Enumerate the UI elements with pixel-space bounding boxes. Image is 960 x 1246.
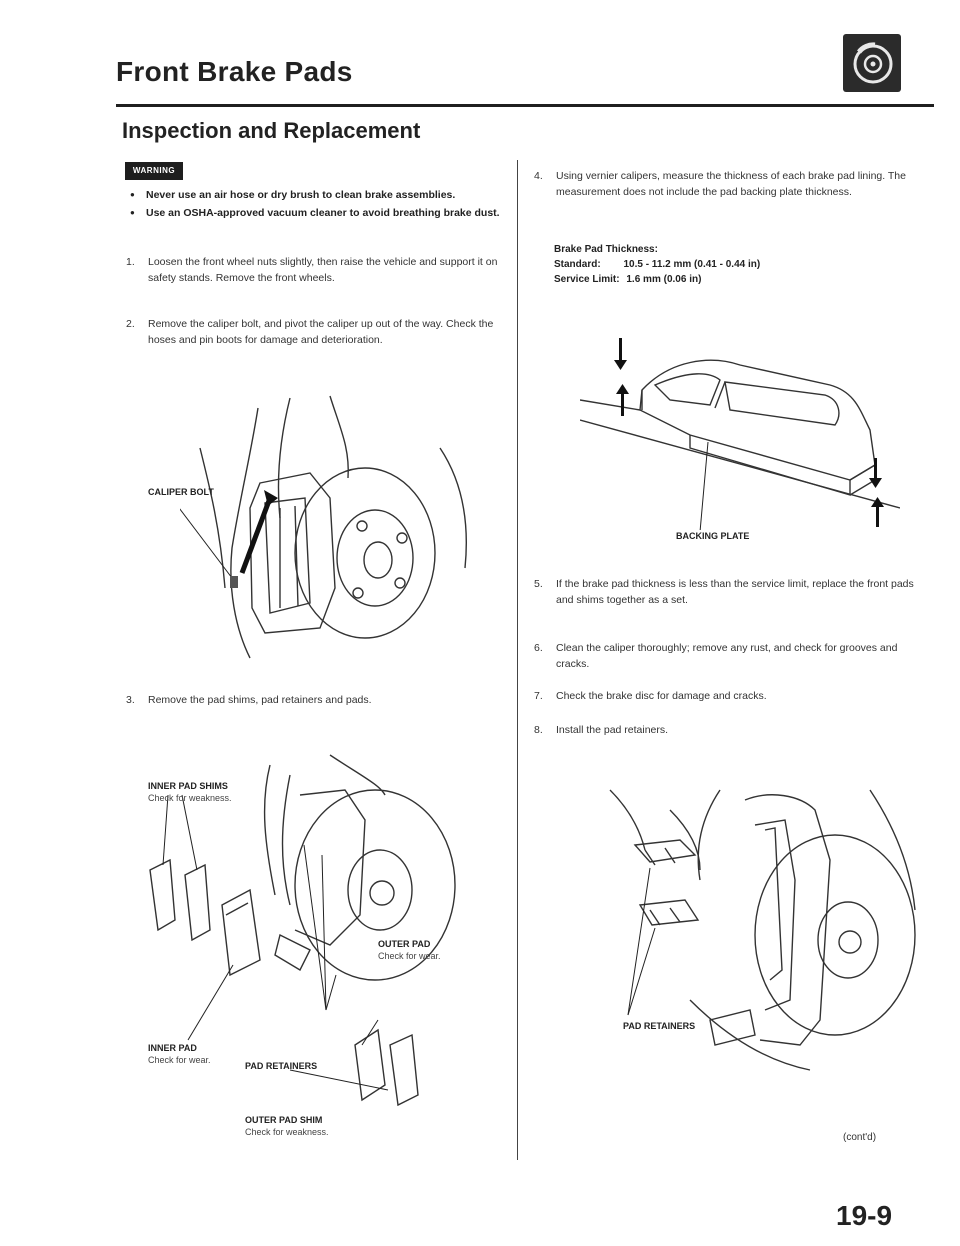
caliper-bolt-figure	[169, 388, 480, 668]
pad-retainers-figure	[570, 770, 920, 1090]
step-text: Remove the pad shims, pad retainers and …	[148, 694, 372, 706]
inner-pad-note: Check for wear.	[148, 1055, 211, 1065]
pad-retainers-right-label: PAD RETAINERS	[623, 1021, 696, 1031]
step-text: Check the brake disc for damage and crac…	[556, 690, 767, 702]
step-4: 4. Using vernier calipers, measure the t…	[534, 168, 918, 200]
step-number: 1.	[126, 256, 135, 268]
column-divider	[517, 160, 518, 1160]
step-text: Clean the caliper thoroughly; remove any…	[556, 642, 898, 670]
inner-pad-shims-note: Check for weakness.	[148, 793, 232, 803]
step-6: 6. Clean the caliper thoroughly; remove …	[534, 640, 918, 672]
step-text: If the brake pad thickness is less than …	[556, 578, 914, 606]
step-number: 8.	[534, 724, 543, 736]
pad-thickness-figure	[579, 330, 901, 533]
step-5: 5. If the brake pad thickness is less th…	[534, 576, 918, 608]
pad-retainers-label: PAD RETAINERS	[245, 1061, 318, 1071]
spec-limit: Service Limit: 1.6 mm (0.06 in)	[554, 272, 701, 287]
inner-pad-shims-label: INNER PAD SHIMS	[148, 781, 228, 791]
pad-shims-figure	[130, 745, 510, 1135]
step-text: Loosen the front wheel nuts slightly, th…	[148, 256, 498, 284]
backing-plate-label: BACKING PLATE	[676, 531, 750, 541]
section-title: Inspection and Replacement	[122, 118, 421, 143]
spec-limit-label: Service Limit:	[554, 274, 620, 285]
step-number: 4.	[534, 170, 543, 182]
step-number: 3.	[126, 694, 135, 706]
inner-pad-label: INNER PAD	[148, 1043, 197, 1053]
outer-pad-shim-label: OUTER PAD SHIM	[245, 1115, 323, 1125]
step-number: 6.	[534, 642, 543, 654]
step-text: Using vernier calipers, measure the thic…	[556, 170, 906, 198]
caliper-bolt-label: CALIPER BOLT	[148, 487, 214, 497]
outer-pad-note: Check for wear.	[378, 951, 441, 961]
step-3: 3. Remove the pad shims, pad retainers a…	[126, 692, 506, 708]
step-8: 8. Install the pad retainers.	[534, 722, 918, 738]
header-rule	[116, 104, 934, 107]
step-number: 7.	[534, 690, 543, 702]
step-number: 5.	[534, 578, 543, 590]
step-text: Install the pad retainers.	[556, 724, 669, 736]
spec-heading: Brake Pad Thickness:	[554, 244, 658, 255]
page-title: Front Brake Pads	[116, 56, 353, 87]
continued-label: (cont'd)	[843, 1132, 877, 1143]
spec-limit-value: 1.6 mm (0.06 in)	[626, 274, 702, 285]
warning-badge: WARNING	[125, 162, 183, 180]
outer-pad-label: OUTER PAD	[378, 939, 431, 949]
spec-standard-label: Standard:	[554, 259, 601, 270]
warning-item: Never use an air hose or dry brush to cl…	[128, 187, 506, 203]
spec-standard-value: 10.5 - 11.2 mm (0.41 - 0.44 in)	[623, 259, 761, 270]
step-2: 2. Remove the caliper bolt, and pivot th…	[126, 316, 506, 348]
step-7: 7. Check the brake disc for damage and c…	[534, 688, 918, 704]
spec-standard: Standard: 10.5 - 11.2 mm (0.41 - 0.44 in…	[554, 257, 760, 272]
outer-pad-shim-note: Check for weakness.	[245, 1127, 329, 1137]
warning-list: Never use an air hose or dry brush to cl…	[128, 187, 506, 223]
brake-disc-icon	[843, 34, 901, 92]
warning-item: Use an OSHA-approved vacuum cleaner to a…	[128, 205, 506, 221]
step-1: 1. Loosen the front wheel nuts slightly,…	[126, 254, 506, 286]
step-number: 2.	[126, 318, 135, 330]
page-number: 19-9	[836, 1200, 893, 1231]
step-text: Remove the caliper bolt, and pivot the c…	[148, 318, 494, 346]
